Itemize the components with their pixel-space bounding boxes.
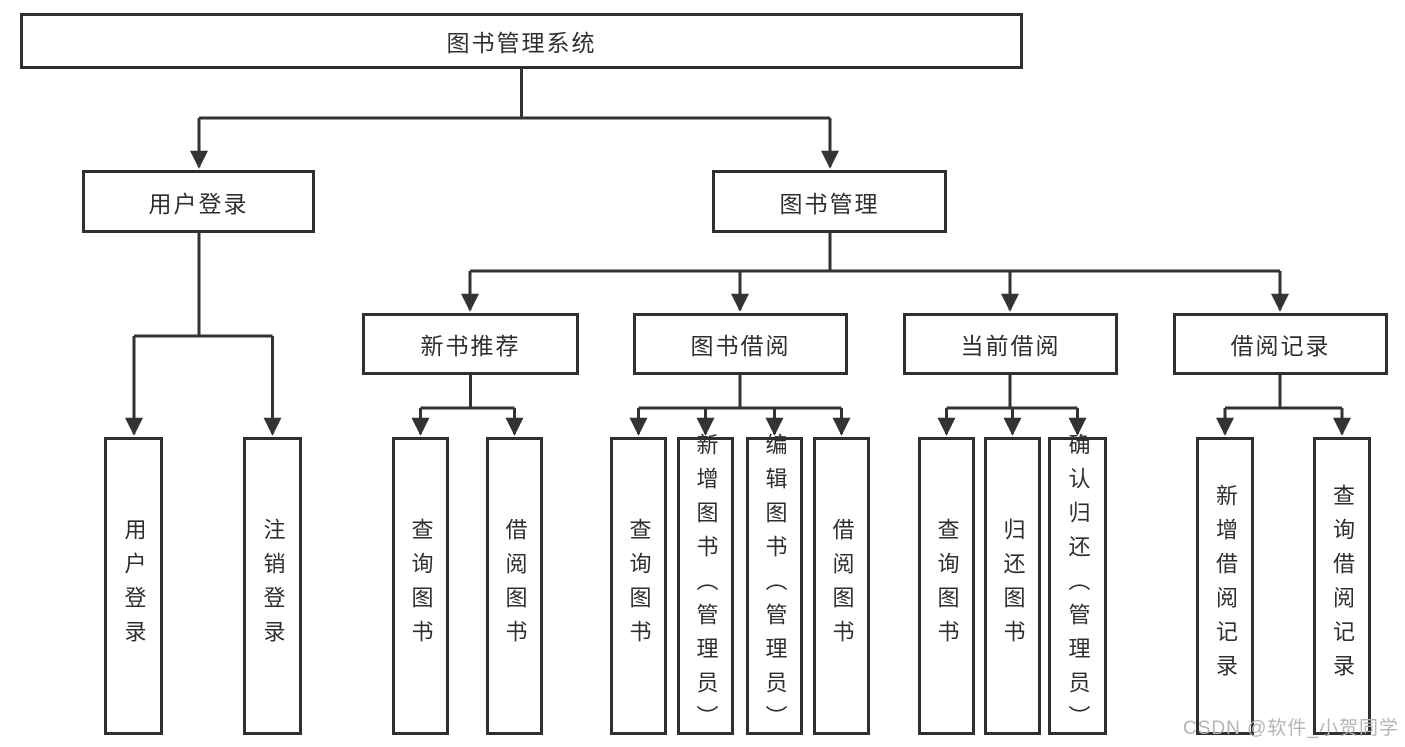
leaf-query-books-borrowing: 查询图书 (610, 437, 667, 735)
leaf-user-login: 用户登录 (104, 437, 163, 735)
leaf-query-books-recommend: 查询图书 (392, 437, 449, 735)
leaf-borrow-books-recommend: 借阅图书 (486, 437, 543, 735)
node-label: 当前借阅 (960, 333, 1061, 359)
leaf-edit-books-admin: 编辑图书（管理员） (746, 433, 803, 739)
node-label: 查询借阅记录 (1330, 484, 1355, 688)
leaf-logout: 注销登录 (243, 437, 302, 735)
node-label: 借阅记录 (1230, 333, 1331, 359)
leaf-borrow-books: 借阅图书 (813, 437, 870, 735)
node-label: 新增借阅记录 (1213, 484, 1238, 688)
node-label: 确认归还（管理员） (1065, 433, 1091, 739)
node-label: 图书借阅 (690, 333, 791, 359)
leaf-add-books-admin: 新增图书（管理员） (677, 433, 734, 739)
node-library-management-system: 图书管理系统 (20, 13, 1023, 69)
node-label: 借阅图书 (829, 518, 855, 654)
node-label: 图书管理系统 (446, 30, 597, 56)
leaf-add-borrow-record: 新增借阅记录 (1196, 437, 1254, 735)
leaf-return-books: 归还图书 (984, 437, 1041, 735)
node-new-book-recommend: 新书推荐 (362, 313, 579, 375)
node-label: 查询图书 (626, 518, 652, 654)
node-current-borrowing: 当前借阅 (903, 313, 1118, 375)
watermark: CSDN @软件_小贺同学 (1183, 718, 1399, 739)
leaf-confirm-return-admin: 确认归还（管理员） (1048, 433, 1107, 739)
node-label: 新书推荐 (420, 333, 521, 359)
node-label: 用户登录 (148, 190, 249, 217)
node-borrow-records: 借阅记录 (1173, 313, 1388, 375)
node-label: 查询图书 (408, 518, 434, 654)
node-label: 注销登录 (260, 518, 286, 654)
node-label: 编辑图书（管理员） (762, 433, 788, 739)
leaf-query-books-current: 查询图书 (918, 437, 975, 735)
leaf-query-borrow-record: 查询借阅记录 (1313, 437, 1371, 735)
node-book-management: 图书管理 (712, 170, 947, 233)
node-label: 归还图书 (1000, 518, 1026, 654)
node-label: 用户登录 (121, 518, 147, 654)
node-book-borrowing: 图书借阅 (633, 313, 848, 375)
node-user-login: 用户登录 (82, 170, 315, 233)
node-label: 新增图书（管理员） (693, 433, 719, 739)
node-label: 图书管理 (779, 190, 880, 217)
node-label: 借阅图书 (502, 518, 528, 654)
node-label: 查询图书 (934, 518, 960, 654)
